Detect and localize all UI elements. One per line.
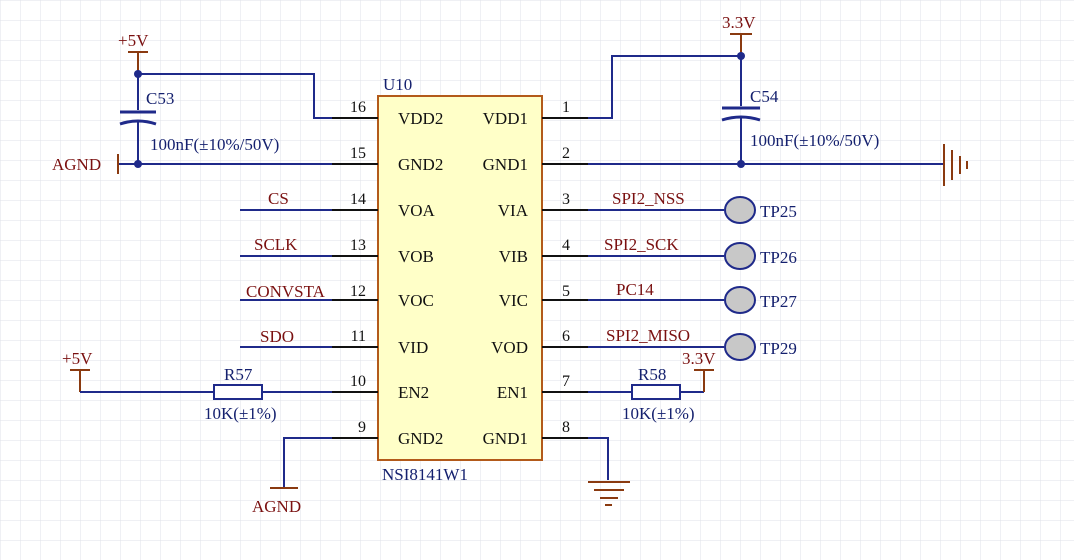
pin-name-8: GND1 [483,429,528,448]
wire-vdd1[interactable] [588,55,741,119]
c54-plate-bottom [721,115,761,122]
pin-num-16: 16 [350,99,366,116]
r57-value: 10K(±1%) [204,404,277,423]
net-label-sclk: SCLK [254,235,298,254]
earth-ground-icon [943,144,968,186]
pin-name-10: EN2 [398,383,429,402]
pin-name-13: VOB [398,247,434,266]
power-label-5v-r57: +5V [62,349,93,368]
r57-network[interactable]: +5V R57 10K(±1%) [62,349,332,423]
pin-name-9: GND2 [398,429,443,448]
r58-value: 10K(±1%) [622,404,695,423]
r58-network[interactable]: 3.3V R58 10K(±1%) [588,349,716,423]
testpoint-tp26[interactable] [724,242,756,270]
pin-num-11: 11 [351,328,366,345]
pin-name-15: GND2 [398,155,443,174]
net-label-convsta: CONVSTA [246,282,326,301]
r57-ref: R57 [224,365,253,384]
c53-plate-bottom [119,119,157,126]
pin-num-10: 10 [350,373,366,390]
ground-icon [588,481,630,506]
ic-u10[interactable]: U10 NSI8141W1 VDD2 GND2 VOA VOB VOC VID … [350,75,570,484]
tp27-label: TP27 [760,292,797,311]
ic-ref-label: U10 [383,75,412,94]
tp26-label: TP26 [760,248,797,267]
bottom-right-gnd[interactable] [588,437,630,506]
pin-num-4: 4 [562,237,570,254]
right-supply[interactable]: 3.3V C54 100nF(±10%/50V) [588,13,968,186]
wire-vdd2[interactable] [138,73,332,119]
pin-name-12: VOC [398,291,434,310]
ic-part-label: NSI8141W1 [382,465,468,484]
pin-num-5: 5 [562,283,570,300]
power-label-3v3-top: 3.3V [722,13,756,32]
c53-ref: C53 [146,89,174,108]
pin-name-4: VIB [499,247,528,266]
pin-name-6: VOD [491,338,528,357]
pin-num-1: 1 [562,99,570,116]
c54-ref: C54 [750,87,779,106]
pin-name-3: VIA [498,201,529,220]
c54-value: 100nF(±10%/50V) [750,131,879,150]
pin-num-9: 9 [358,419,366,436]
pin-name-14: VOA [398,201,436,220]
pin-num-7: 7 [562,373,570,390]
pin-name-16: VDD2 [398,109,443,128]
testpoint-tp25[interactable] [724,196,756,224]
c53-value: 100nF(±10%/50V) [150,135,279,154]
ic-body[interactable] [377,95,543,461]
pin-num-15: 15 [350,145,366,162]
pin-num-3: 3 [562,191,570,208]
left-supply[interactable]: +5V C53 100nF(±10%/50V) AGND [52,31,332,174]
pin-name-5: VIC [499,291,528,310]
pin-stubs [332,117,588,439]
tp29-label: TP29 [760,339,797,358]
pin-num-2: 2 [562,145,570,162]
left-nets[interactable]: CS SCLK CONVSTA SDO [240,189,332,348]
net-label-sdo: SDO [260,327,294,346]
net-label-spi2-nss: SPI2_NSS [612,189,685,208]
agnd-label-left: AGND [52,155,101,174]
pin-num-6: 6 [562,328,570,345]
pin-num-13: 13 [350,237,366,254]
pin-num-14: 14 [350,191,366,208]
power-label-5v-top: +5V [118,31,149,50]
pin-num-12: 12 [350,283,366,300]
testpoint-tp27[interactable] [724,286,756,314]
pin-name-11: VID [398,338,428,357]
r57-body[interactable] [213,384,263,400]
testpoint-tp29[interactable] [724,333,756,361]
pin-num-8: 8 [562,419,570,436]
r58-body[interactable] [631,384,681,400]
bottom-left-agnd[interactable]: AGND [252,437,332,516]
net-label-spi2-miso: SPI2_MISO [606,326,690,345]
right-nets[interactable]: SPI2_NSS SPI2_SCK PC14 SPI2_MISO TP25 TP… [588,189,797,361]
net-label-pc14: PC14 [616,280,654,299]
net-label-cs: CS [268,189,289,208]
r58-ref: R58 [638,365,666,384]
net-label-spi2-sck: SPI2_SCK [604,235,679,254]
power-label-3v3-r58: 3.3V [682,349,716,368]
tp25-label: TP25 [760,202,797,221]
pin-name-1: VDD1 [483,109,528,128]
pin-name-2: GND1 [483,155,528,174]
agnd-label-bottom: AGND [252,497,301,516]
pin-name-7: EN1 [497,383,528,402]
